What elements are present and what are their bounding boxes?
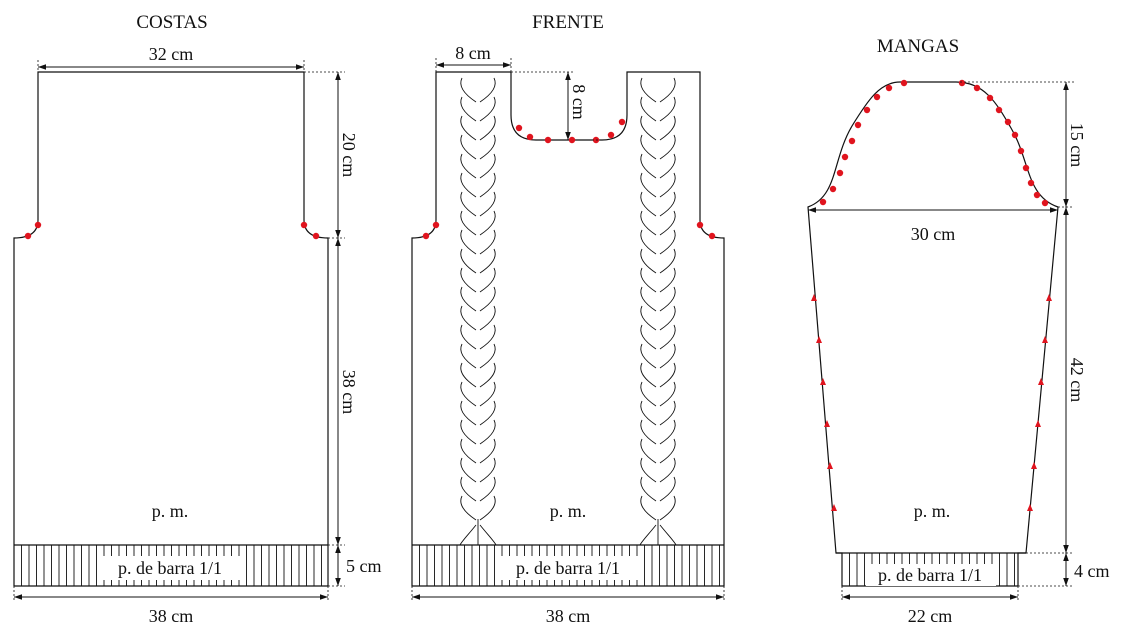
front-outline <box>411 71 725 587</box>
back-decrease-markers <box>24 221 320 240</box>
decrease-dot <box>836 169 844 177</box>
sleeve-increase-markers <box>811 294 1052 511</box>
decrease-dot <box>848 137 856 145</box>
sleeve-cap-height: 15 cm <box>1067 123 1087 168</box>
decrease-dot <box>973 84 981 92</box>
front-piece: FRENTE p. de barra 1/1 p. m. 8 cm 8 cm 3… <box>411 12 725 626</box>
decrease-dot <box>986 94 994 102</box>
sleeve-rib-height: 4 cm <box>1074 561 1110 581</box>
sleeve-piece: MANGAS p. de barra 1/1 p. m. 30 cm 15 cm… <box>807 36 1110 626</box>
decrease-dot <box>873 93 881 101</box>
sleeve-cap-markers <box>819 79 1049 207</box>
decrease-dot <box>829 185 837 193</box>
decrease-dot <box>432 221 440 229</box>
decrease-dot <box>708 232 716 240</box>
back-bottom-width: 38 cm <box>149 606 194 626</box>
decrease-dot <box>300 221 308 229</box>
decrease-dot <box>422 232 430 240</box>
back-piece: COSTAS p. de barra 1/1 p. m. 32 cm 20 cm… <box>13 12 382 626</box>
decrease-dot <box>995 106 1003 114</box>
decrease-dot <box>863 106 871 114</box>
back-armhole-height: 20 cm <box>339 133 359 178</box>
front-bottom-width: 38 cm <box>546 606 591 626</box>
increase-marker <box>811 294 817 301</box>
front-decrease-markers <box>422 118 716 240</box>
back-stitch-label: p. m. <box>152 501 189 521</box>
front-neck-depth: 8 cm <box>569 84 589 120</box>
sleeve-title: MANGAS <box>877 36 959 57</box>
decrease-dot <box>819 198 827 206</box>
decrease-dot <box>841 153 849 161</box>
front-cable-left <box>459 77 497 546</box>
decrease-dot <box>24 232 32 240</box>
increase-marker <box>1031 462 1037 469</box>
front-cable-right <box>639 77 677 546</box>
increase-marker <box>1035 420 1041 427</box>
increase-marker <box>831 504 837 511</box>
increase-marker <box>1042 336 1048 343</box>
decrease-dot <box>696 221 704 229</box>
increase-marker <box>820 378 826 385</box>
sleeve-length: 42 cm <box>1067 358 1087 403</box>
increase-marker <box>1027 504 1033 511</box>
decrease-dot <box>854 121 862 129</box>
decrease-dot <box>1027 179 1035 187</box>
decrease-dot <box>526 133 534 141</box>
decrease-dot <box>885 84 893 92</box>
decrease-dot <box>515 124 523 132</box>
front-stitch-label: p. m. <box>550 501 587 521</box>
back-body-height: 38 cm <box>339 370 359 415</box>
increase-marker <box>816 336 822 343</box>
front-rib-label: p. de barra 1/1 <box>516 558 620 578</box>
decrease-dot <box>1033 191 1041 199</box>
increase-marker <box>1046 294 1052 301</box>
decrease-dot <box>544 136 552 144</box>
sleeve-top-width: 30 cm <box>911 224 956 244</box>
sleeve-cuff-width: 22 cm <box>908 606 953 626</box>
sleeve-rib-label: p. de barra 1/1 <box>878 565 982 585</box>
decrease-dot <box>1022 164 1030 172</box>
decrease-dot <box>900 79 908 87</box>
increase-marker <box>1038 378 1044 385</box>
decrease-dot <box>312 232 320 240</box>
back-rib-label: p. de barra 1/1 <box>118 558 222 578</box>
decrease-dot <box>1004 118 1012 126</box>
increase-marker <box>824 420 830 427</box>
decrease-dot <box>1041 199 1049 207</box>
decrease-dot <box>1017 147 1025 155</box>
back-shoulder-width: 32 cm <box>149 44 194 64</box>
decrease-dot <box>34 221 42 229</box>
front-shoulder-width: 8 cm <box>455 43 491 63</box>
decrease-dot <box>618 118 626 126</box>
increase-marker <box>827 462 833 469</box>
front-title: FRENTE <box>532 12 604 33</box>
decrease-dot <box>1011 131 1019 139</box>
decrease-dot <box>568 136 576 144</box>
decrease-dot <box>607 131 615 139</box>
back-rib-height: 5 cm <box>346 556 382 576</box>
back-title: COSTAS <box>136 12 207 33</box>
sleeve-stitch-label: p. m. <box>914 501 951 521</box>
decrease-dot <box>958 79 966 87</box>
